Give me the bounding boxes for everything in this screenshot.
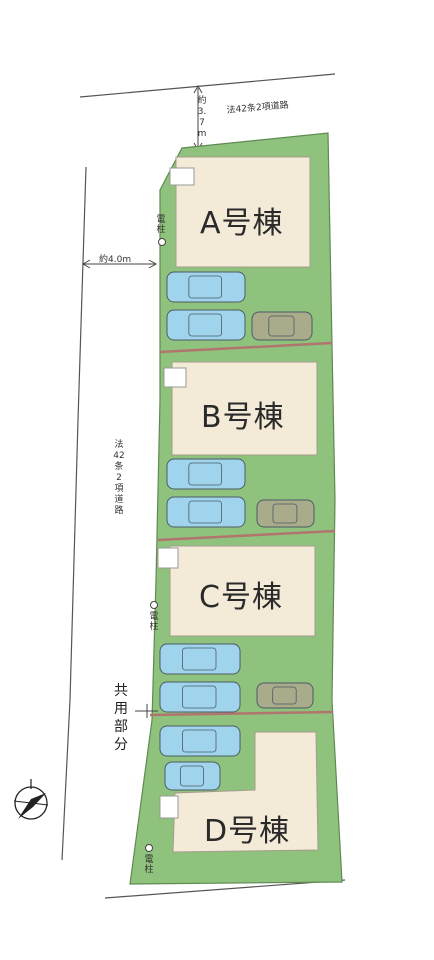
building-d — [172, 731, 319, 853]
shared-portion-pointer — [135, 704, 158, 718]
utility-pole-icons — [145, 238, 166, 852]
left-road-width-label: 約4.0m — [99, 255, 132, 265]
utility-pole-label-a: 電柱 — [156, 215, 166, 235]
top-road-line — [79, 73, 336, 98]
car-2 — [166, 309, 246, 341]
shared-portion-label: 共用部分 — [114, 683, 128, 753]
building-a-label: A号棟 — [200, 206, 284, 241]
car-9 — [256, 682, 314, 709]
car-11 — [164, 761, 221, 791]
building-c-label: C号棟 — [199, 580, 283, 615]
car-10 — [159, 725, 241, 757]
utility-pole-label-c: 電柱 — [149, 612, 159, 632]
building-b-label: B号棟 — [201, 400, 285, 435]
left-road-dimension — [81, 259, 158, 269]
building-b — [171, 361, 318, 456]
lot-dividers — [149, 341, 336, 717]
left-road-type-label: 法42条2項道路 — [113, 440, 125, 516]
bottom-road-line — [104, 879, 346, 899]
car-5 — [166, 496, 246, 528]
utility-pole-label-d: 電柱 — [144, 855, 154, 875]
car-7 — [159, 643, 241, 675]
car-1 — [166, 271, 246, 303]
top-road-width-label: 約3.7m — [197, 96, 207, 139]
car-6 — [256, 499, 315, 528]
car-4 — [166, 458, 246, 490]
left-road-line — [61, 166, 87, 861]
building-c — [169, 545, 316, 637]
car-3 — [251, 311, 313, 341]
building-corner-marks — [157, 167, 195, 819]
building-a — [175, 156, 311, 268]
building-d-label: D号棟 — [204, 814, 291, 849]
north-compass-icon — [13, 779, 49, 820]
parking-cars — [159, 271, 315, 791]
car-8 — [159, 681, 241, 713]
